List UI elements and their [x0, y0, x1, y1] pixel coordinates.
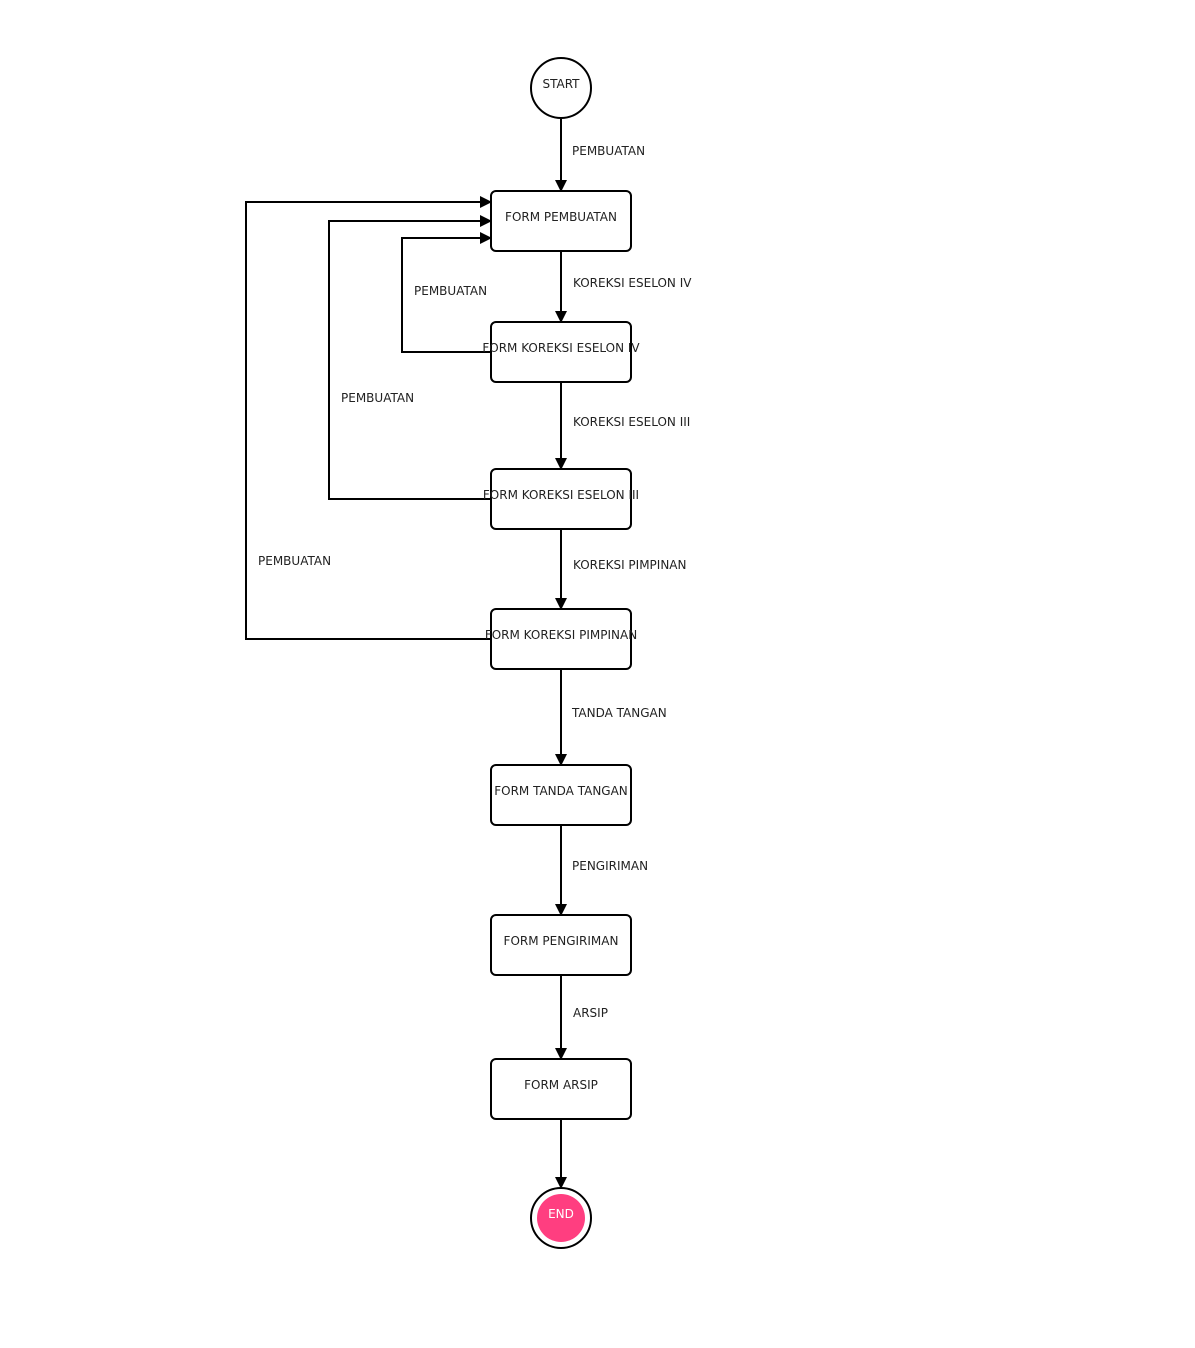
node-form-koreksi-pimpinan-label: FORM KOREKSI PIMPINAN — [485, 628, 637, 642]
edge-label-back-from-eselon-iv: PEMBUATAN — [414, 284, 487, 298]
start-label: START — [542, 77, 580, 91]
node-form-koreksi-eselon-iii: FORM KOREKSI ESELON III — [483, 468, 639, 530]
edge-label-koreksi-pimpinan: KOREKSI PIMPINAN — [573, 558, 686, 572]
edge-label-arsip: ARSIP — [573, 1006, 608, 1020]
node-form-arsip-label: FORM ARSIP — [524, 1078, 598, 1092]
edge-label-back-from-eselon-iii: PEMBUATAN — [341, 391, 414, 405]
edge-back-from-pimpinan — [245, 196, 492, 640]
edge-label-back-from-pimpinan: PEMBUATAN — [258, 554, 331, 568]
edge-label-koreksi-eselon-iv: KOREKSI ESELON IV — [573, 276, 692, 290]
node-form-pembuatan-label: FORM PEMBUATAN — [505, 210, 617, 224]
end-label: END — [548, 1207, 574, 1221]
node-form-tanda-tangan-label: FORM TANDA TANGAN — [494, 784, 628, 798]
start-node: START — [530, 57, 592, 119]
node-form-koreksi-eselon-iv-label: FORM KOREKSI ESELON IV — [482, 341, 640, 355]
node-form-koreksi-pimpinan: FORM KOREKSI PIMPINAN — [485, 608, 637, 670]
node-form-pembuatan: FORM PEMBUATAN — [490, 190, 632, 252]
node-form-koreksi-eselon-iv: FORM KOREKSI ESELON IV — [482, 321, 640, 383]
edge-label-koreksi-eselon-iii: KOREKSI ESELON III — [573, 415, 690, 429]
edge-back-from-eselon-iv — [401, 232, 492, 353]
node-form-pengiriman: FORM PENGIRIMAN — [490, 914, 632, 976]
end-node: END — [530, 1187, 592, 1249]
node-form-arsip: FORM ARSIP — [490, 1058, 632, 1120]
edge-label-tanda-tangan: TANDA TANGAN — [571, 706, 667, 720]
edge-label-pengiriman: PENGIRIMAN — [572, 859, 648, 873]
node-form-tanda-tangan: FORM TANDA TANGAN — [490, 764, 632, 826]
node-form-koreksi-eselon-iii-label: FORM KOREKSI ESELON III — [483, 488, 639, 502]
edge-label-start-to-pembuatan: PEMBUATAN — [572, 144, 645, 158]
node-form-pengiriman-label: FORM PENGIRIMAN — [504, 934, 619, 948]
end-node-fill — [537, 1194, 585, 1242]
edge-back-from-eselon-iii — [328, 215, 492, 500]
